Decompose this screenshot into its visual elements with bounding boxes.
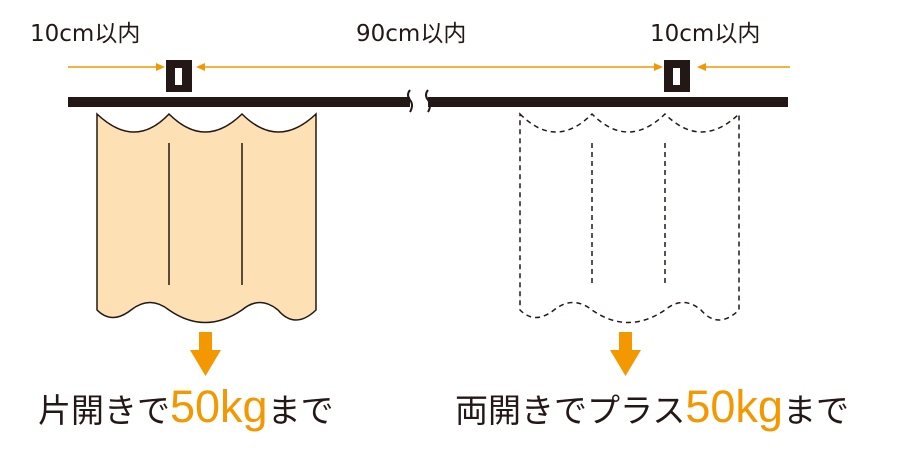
left-gap-label: 10cm以内 — [30, 21, 141, 47]
caption-suffix: まで — [782, 391, 849, 430]
curtain-single — [96, 112, 317, 324]
bracket-right — [664, 60, 690, 92]
double-open-caption: 両開きでプラス50kgまで — [455, 382, 849, 436]
caption-prefix: 片開きで — [38, 391, 170, 430]
curtain-double-ghost — [519, 112, 740, 324]
caption-prefix: 両開きでプラス — [455, 391, 686, 430]
caption-weight: 50kg — [170, 381, 268, 432]
single-open-caption: 片開きで50kgまで — [38, 382, 334, 436]
bracket-left — [166, 60, 192, 92]
caption-weight: 50kg — [685, 381, 783, 432]
down-arrow-icon — [610, 332, 641, 376]
curtain-rail — [68, 89, 788, 113]
down-arrow-icon — [190, 332, 221, 376]
middle-gap-label: 90cm以内 — [356, 21, 467, 47]
right-gap-label: 10cm以内 — [650, 21, 761, 47]
dimension-arrows — [68, 63, 790, 71]
caption-suffix: まで — [267, 391, 334, 430]
